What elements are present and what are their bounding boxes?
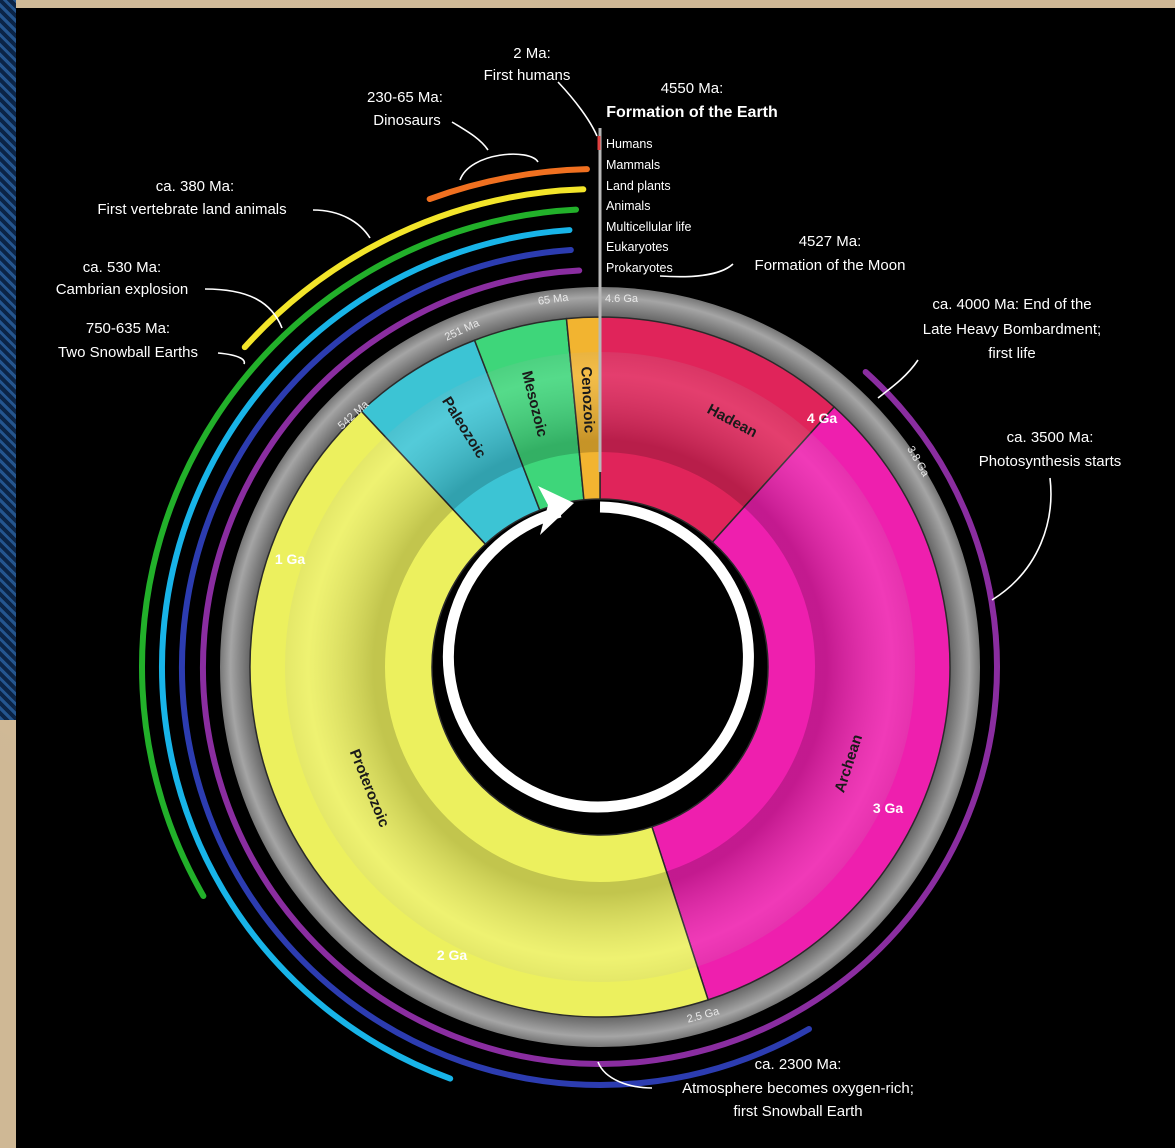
event-vertebrates-date: ca. 380 Ma: <box>156 178 234 195</box>
time-direction-arrowhead <box>538 486 574 535</box>
legend-mammals: Mammals <box>606 158 660 172</box>
legend-multicellular-life: Multicellular life <box>606 220 691 234</box>
event-cambrian-date: ca. 530 Ma: <box>83 259 161 276</box>
event-bombardment-line3: first life <box>988 345 1036 362</box>
rim-label-65ma: 65 Ma <box>537 291 570 307</box>
event-earth-text: Formation of the Earth <box>606 104 778 121</box>
event-humans-date: 2 Ma: <box>513 45 551 62</box>
legend-animals: Animals <box>606 199 650 213</box>
event-oxygen-line3: first Snowball Earth <box>733 1103 862 1120</box>
legend-eukaryotes: Eukaryotes <box>606 240 669 254</box>
legend-land-plants: Land plants <box>606 179 671 193</box>
event-moon-date: 4527 Ma: <box>799 233 862 250</box>
ga-label-2: 2 Ga <box>437 947 468 963</box>
event-snowball-text: Two Snowball Earths <box>58 344 198 361</box>
event-bombardment-line1: ca. 4000 Ma: End of the <box>932 296 1091 313</box>
time-direction-circle <box>442 501 754 813</box>
event-dinosaurs-text: Dinosaurs <box>373 112 441 129</box>
event-cambrian-text: Cambrian explosion <box>56 281 189 298</box>
event-dinosaurs-date: 230-65 Ma: <box>367 89 443 106</box>
event-photosynthesis-text: Photosynthesis starts <box>979 453 1122 470</box>
animals-arc <box>139 206 580 899</box>
cenozoic-label: Cenozoic <box>577 366 597 433</box>
multicellular-life-arc <box>158 227 573 1082</box>
event-moon-text: Formation of the Moon <box>755 257 906 274</box>
rim-label-4-6ga: 4.6 Ga <box>605 293 639 305</box>
land-plants-arc <box>241 186 587 351</box>
eukaryotes-arc <box>179 247 812 1088</box>
event-earth-date: 4550 Ma: <box>661 80 724 97</box>
event-bombardment-line2: Late Heavy Bombardment; <box>923 321 1101 338</box>
event-oxygen-text: Atmosphere becomes oxygen-rich; <box>682 1080 914 1097</box>
ga-label-1: 1 Ga <box>275 551 306 567</box>
event-snowball-date: 750-635 Ma: <box>86 320 170 337</box>
mammals-arc <box>426 166 590 203</box>
event-vertebrates-text: First vertebrate land animals <box>97 201 286 218</box>
life-legend: Humans Mammals Land plants Animals Multi… <box>606 137 691 275</box>
event-photosynthesis-date: ca. 3500 Ma: <box>1007 429 1094 446</box>
ga-label-4: 4 Ga <box>807 410 838 426</box>
event-humans-text: First humans <box>484 67 571 84</box>
legend-prokaryotes: Prokaryotes <box>606 261 673 275</box>
ga-label-3: 3 Ga <box>873 800 904 816</box>
prokaryotes-arc <box>200 267 1000 1067</box>
event-oxygen-date: ca. 2300 Ma: <box>755 1056 842 1073</box>
left-edge-strip <box>0 0 16 720</box>
legend-humans: Humans <box>606 137 653 151</box>
callout-leaders <box>204 81 1052 1089</box>
